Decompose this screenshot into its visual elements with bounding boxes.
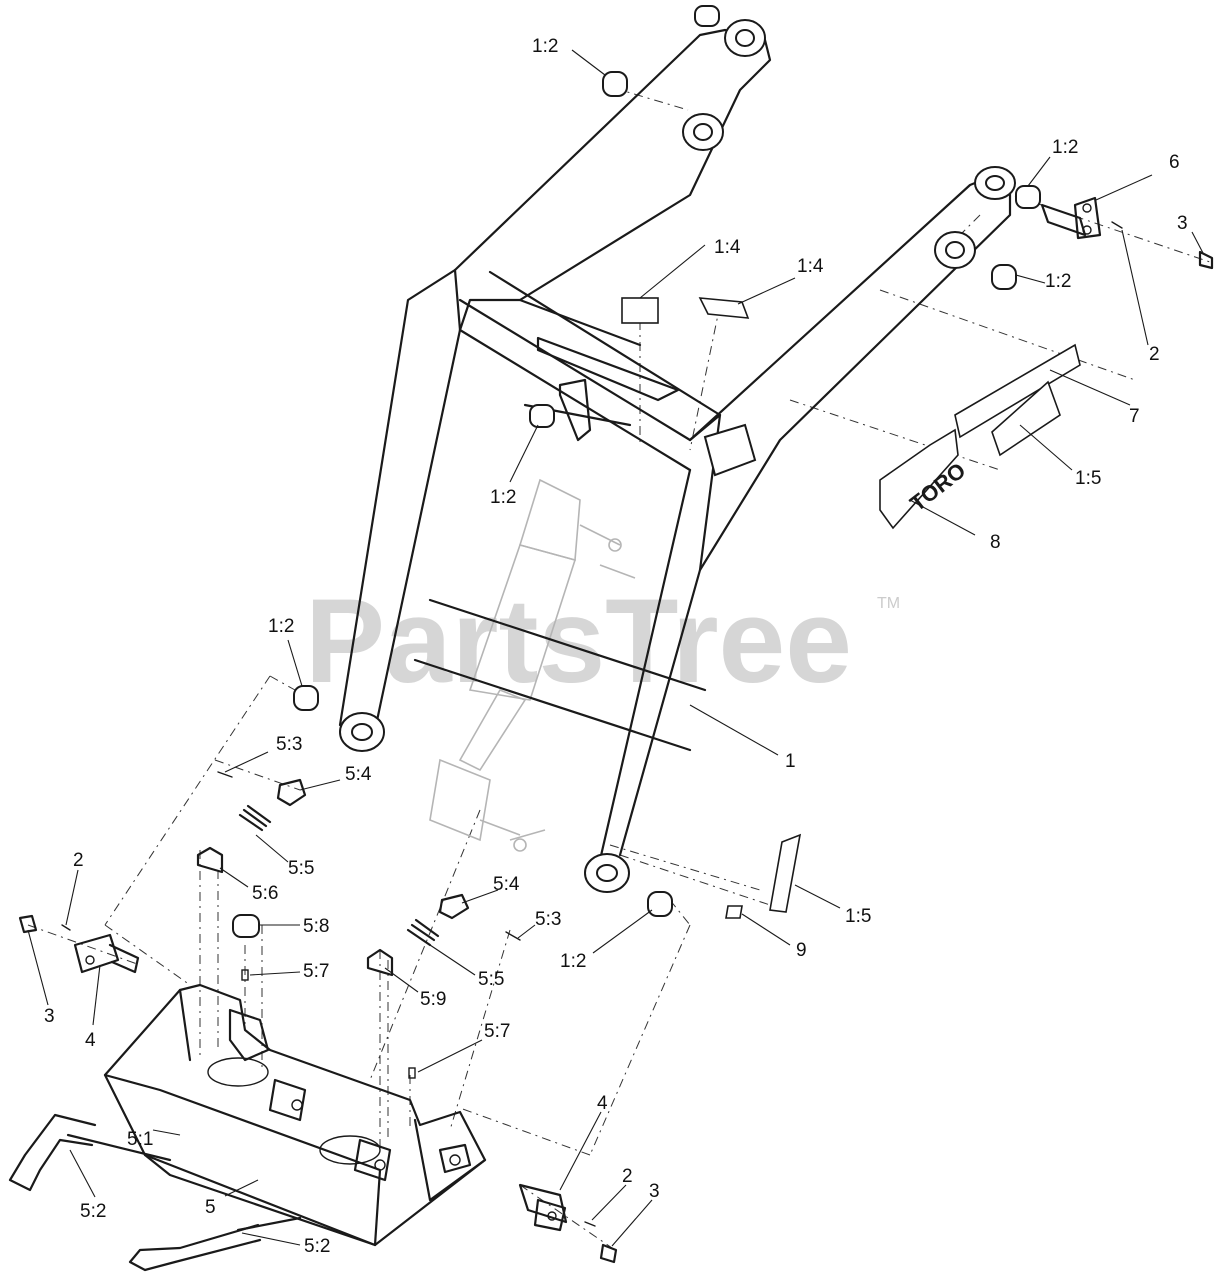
callout-5-1: 5:1 [127,1129,153,1150]
callout-3-top: 3 [1177,213,1188,234]
bushing-5-8 [232,914,260,938]
watermark-trademark: TM [877,595,900,612]
bushing-top [602,5,720,97]
bushing-left [293,685,319,711]
callout-5-5-mid: 5:5 [478,969,504,990]
callout-2-bottom: 2 [622,1166,633,1187]
handle-bottom [128,1216,302,1272]
callout-3-left: 3 [44,1006,55,1027]
spring-5-5-mid [406,918,440,947]
callout-1-4-b: 1:4 [797,256,824,277]
callout-5-3-mid: 5:3 [535,909,561,930]
toro-decal: TORO [879,428,970,530]
decal-9 [725,905,743,919]
callout-1-2-left: 1:2 [268,616,294,637]
pin-5-3-top [217,771,233,778]
callout-1-2-top: 1:2 [532,36,558,57]
callout-9: 9 [796,940,807,961]
leader-lines [27,49,1204,1247]
latch-hardware [196,771,521,1079]
callout-1: 1 [785,751,796,772]
decal-1-4-b [698,297,750,319]
fitting-5-7-top [241,969,249,981]
callout-2-left: 2 [73,850,84,871]
pin-5-3-mid [505,931,521,941]
bushings [293,5,1041,917]
callout-3-bottom: 3 [649,1181,660,1202]
callout-5-7-top: 5:7 [303,961,329,982]
callout-4-bottom: 4 [597,1093,608,1114]
loader-arm-frame [338,19,1016,893]
hydraulic-cylinder [429,478,636,852]
callout-1-5-bottom: 1:5 [845,906,871,927]
handle-left [8,1113,172,1192]
callout-5-7-mid: 5:7 [484,1021,510,1042]
watermark: PartsTree TM [305,574,900,708]
fitting-5-7-mid [408,1067,416,1079]
callout-8: 8 [990,532,1001,553]
decal-1-5-bottom [769,833,802,913]
callout-5-4-mid: 5:4 [493,874,520,895]
callout-5-6: 5:6 [252,883,278,904]
latch-cap-5-4-top [276,778,307,807]
callout-1-2-right-b: 1:2 [1045,271,1071,292]
callout-2-top: 2 [1149,344,1160,365]
callout-5: 5 [205,1197,216,1218]
latch-cap-5-4-mid [438,893,470,920]
pivot-pin-right [1040,196,1214,270]
assembly-guide-lines [27,87,1211,1251]
callout-5-8: 5:8 [303,916,329,937]
coupler-plate [103,983,487,1247]
callout-1-2-center: 1:2 [490,487,516,508]
spring-5-5-top [238,804,272,832]
watermark-text: PartsTree [305,574,852,708]
decal-7 [954,343,1081,439]
callout-5-3-top: 5:3 [276,734,302,755]
callout-5-5-top: 5:5 [288,858,314,879]
callout-1-2-right-a: 1:2 [1052,137,1078,158]
bushing-bottom [647,891,673,917]
pivot-pin-bottom [518,1183,618,1264]
callout-6: 6 [1169,152,1180,173]
decal-1-5-top [991,380,1061,457]
bracket-5-6 [196,846,224,874]
callout-5-2-left: 5:2 [80,1201,106,1222]
callout-4-left: 4 [85,1030,96,1051]
pivot-pin-left [18,914,140,974]
decal-1-4-a [621,297,659,324]
callout-7: 7 [1129,406,1140,427]
bushing-center [529,404,555,428]
bracket-5-9 [366,948,394,977]
callout-1-5-top: 1:5 [1075,468,1101,489]
bushing-right-b [991,264,1017,290]
decals: TORO [621,297,1081,919]
callout-1-4-a: 1:4 [714,237,741,258]
bushing-right-a [1015,185,1041,209]
callout-5-4-top: 5:4 [345,764,372,785]
callout-5-2-bottom: 5:2 [304,1236,330,1257]
callout-labels: 1:2 1:2 6 3 1:4 1:4 1:2 2 7 1:2 1:5 8 1:… [44,36,1188,1257]
callout-1-2-bottom: 1:2 [560,951,586,972]
callout-5-9: 5:9 [420,989,446,1010]
